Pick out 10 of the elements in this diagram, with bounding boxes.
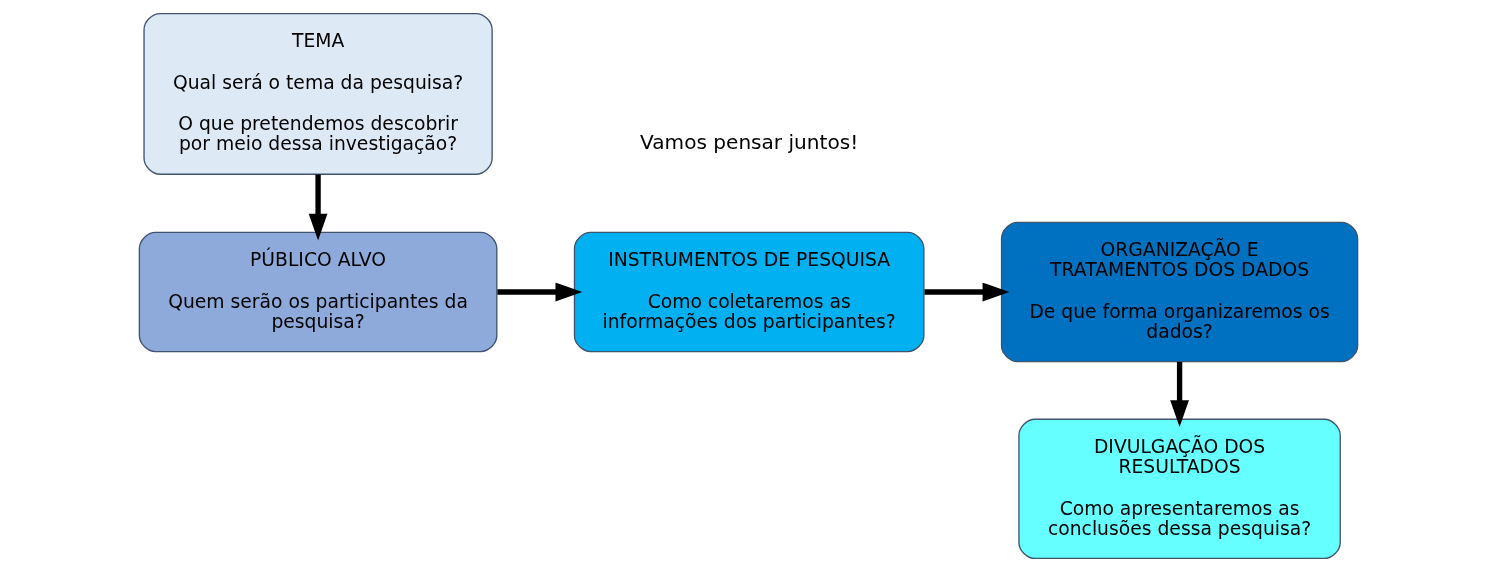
node-box: INSTRUMENTOS DE PESQUISA Como coletaremos as informações dos participantes? — [573, 231, 925, 353]
arrow — [924, 282, 1009, 302]
arrow — [308, 174, 327, 241]
node-box: TEMA Qual será o tema da pesquisa? O que pretendemos descobrir por meio dessa investigação? — [142, 12, 493, 175]
arrow — [1169, 361, 1189, 427]
node-box: DIVULGAÇÃO DOS RESULTADOS Como apresentaremos as conclusões dessa pesquisa? — [1017, 418, 1341, 560]
arrow — [496, 282, 582, 302]
node-box: PÚBLICO ALVO Quem serão os participantes da pesquisa? — [138, 231, 497, 353]
node-box: ORGANIZAÇÃO E TRATAMENTOS DOS DADOS De que forma organizaremos os dados? — [1000, 221, 1358, 363]
label: Vamos pensar juntos! — [639, 130, 858, 155]
